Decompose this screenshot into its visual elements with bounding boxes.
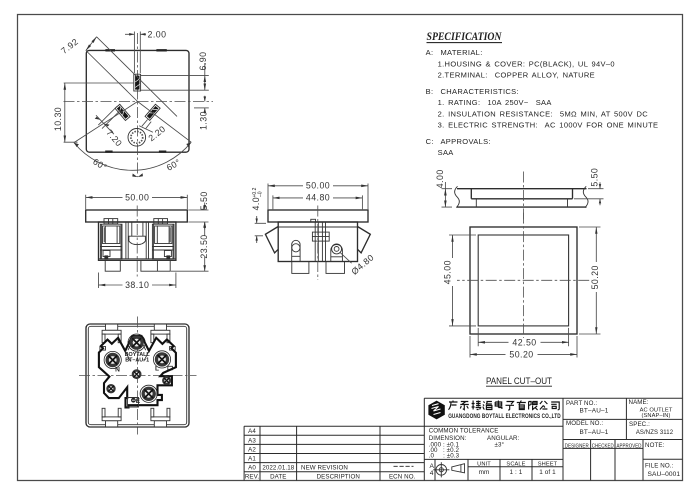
svg-text:BT–AU–1: BT–AU–1 — [579, 407, 608, 414]
svg-text:1 : 1: 1 : 1 — [510, 469, 523, 476]
svg-text:C: APPROVALS:: C: APPROVALS: — [426, 137, 491, 146]
svg-text:ECN NO.: ECN NO. — [389, 473, 416, 480]
svg-text:50.20: 50.20 — [590, 265, 600, 289]
svg-text:23.50: 23.50 — [199, 234, 209, 258]
svg-text:Ø4.80: Ø4.80 — [349, 252, 376, 277]
svg-text:DIMENSION:: DIMENSION: — [429, 435, 467, 442]
svg-text:45.00: 45.00 — [442, 260, 452, 284]
svg-text:A0: A0 — [248, 465, 256, 472]
svg-text:.0 : ±0.3: .0 : ±0.3 — [429, 452, 460, 459]
svg-text:ANGULAR:: ANGULAR: — [487, 435, 520, 442]
svg-text:GUANGDONG BOYTALL ELECTRONICS: GUANGDONG BOYTALL ELECTRONICS CO.,LTD — [448, 413, 561, 420]
svg-text:50.00: 50.00 — [125, 192, 149, 202]
svg-text:50.20: 50.20 — [509, 350, 533, 360]
svg-text:BT–AU–1: BT–AU–1 — [579, 429, 608, 436]
svg-text:2.00: 2.00 — [148, 30, 167, 40]
svg-text:SAU–0001: SAU–0001 — [648, 471, 681, 478]
svg-text:AC OUTLET: AC OUTLET — [640, 408, 673, 414]
svg-text:PANEL CUT–OUT: PANEL CUT–OUT — [486, 376, 552, 386]
svg-text:B: CHARACTERISTICS:: B: CHARACTERISTICS: — [426, 87, 519, 96]
svg-text:mm: mm — [479, 469, 490, 476]
svg-text:MODEL NO.:: MODEL NO.: — [566, 420, 603, 427]
svg-text:NOTE:: NOTE: — [645, 442, 665, 449]
svg-text:A2: A2 — [248, 446, 256, 453]
svg-text:2022.01.18: 2022.01.18 — [262, 465, 294, 472]
svg-text:REV.: REV. — [245, 473, 259, 480]
svg-text:1 of 1: 1 of 1 — [539, 469, 556, 476]
svg-text:5.50: 5.50 — [199, 191, 209, 210]
svg-text:FILE NO.:: FILE NO.: — [645, 462, 674, 469]
svg-text:1. RATING: 10A 250V~ SAA: 1. RATING: 10A 250V~ SAA — [438, 98, 552, 107]
svg-text:BOYTALL: BOYTALL — [125, 352, 151, 358]
svg-text:50.00: 50.00 — [306, 181, 330, 191]
svg-text:±3°: ±3° — [495, 442, 505, 449]
svg-text:+0.2: +0.2 — [252, 187, 258, 197]
svg-text:2.20: 2.20 — [146, 124, 167, 144]
svg-text:PART NO.:: PART NO.: — [566, 400, 597, 407]
svg-text:SCALE: SCALE — [506, 462, 525, 468]
svg-text:N: N — [115, 366, 120, 373]
svg-text:4.0: 4.0 — [251, 197, 261, 211]
svg-text:DESCRIPTION: DESCRIPTION — [317, 473, 360, 480]
svg-text:A: MATERIAL:: A: MATERIAL: — [426, 48, 483, 57]
svg-text:6.90: 6.90 — [198, 52, 208, 71]
svg-text:L: L — [155, 366, 159, 373]
svg-text:A3: A3 — [248, 437, 256, 444]
svg-text:10.30: 10.30 — [53, 107, 63, 131]
svg-text:7.20: 7.20 — [104, 128, 124, 149]
svg-text:7.92: 7.92 — [59, 36, 80, 56]
svg-text:APPROVED: APPROVED — [617, 443, 642, 449]
svg-text:DESIGNER: DESIGNER — [565, 443, 589, 449]
svg-text:42.50: 42.50 — [512, 338, 536, 348]
svg-text:38.10: 38.10 — [125, 280, 149, 290]
svg-text:E: E — [136, 398, 141, 405]
svg-text:SPEC.:: SPEC.: — [629, 421, 650, 428]
svg-text:60°: 60° — [165, 157, 183, 173]
svg-text:–0: –0 — [258, 191, 264, 197]
svg-text:DATE: DATE — [270, 473, 286, 480]
svg-text:UNIT: UNIT — [477, 462, 491, 468]
svg-text:(SNAP–IN): (SNAP–IN) — [641, 413, 670, 419]
svg-text:A4: A4 — [248, 428, 256, 435]
svg-text:3. ELECTRIC STRENGTH: AC 1000: 3. ELECTRIC STRENGTH: AC 1000V FOR ONE M… — [438, 121, 659, 130]
svg-text:.000 : ±0.1: .000 : ±0.1 — [429, 442, 460, 449]
svg-text:SHEET: SHEET — [538, 462, 558, 468]
svg-text:2. INSULATION RESISTANCE: 5MΩ: 2. INSULATION RESISTANCE: 5MΩ MIN, AT 50… — [438, 109, 649, 118]
svg-text:1.HOUSING & COVER: PC(BLACK),: 1.HOUSING & COVER: PC(BLACK), UL 94V–0 — [438, 59, 615, 68]
svg-text:NAME:: NAME: — [629, 399, 649, 406]
svg-text:1.30: 1.30 — [198, 111, 208, 130]
svg-text:4: 4 — [430, 470, 434, 477]
svg-text:5.50: 5.50 — [590, 168, 600, 187]
svg-text:SAA: SAA — [438, 148, 454, 157]
svg-text:44.80: 44.80 — [306, 193, 330, 203]
svg-text:A1: A1 — [248, 456, 256, 463]
svg-text:NEW REVISION: NEW REVISION — [301, 464, 348, 471]
svg-text:AS/NZS 3112: AS/NZS 3112 — [636, 430, 674, 436]
svg-text:.00 : ±0.2: .00 : ±0.2 — [429, 447, 460, 454]
svg-text:60°: 60° — [91, 156, 109, 172]
svg-text:SPECIFICATION: SPECIFICATION — [427, 29, 502, 43]
svg-text:BT–AU–1: BT–AU–1 — [125, 358, 149, 364]
svg-text:4.00: 4.00 — [435, 169, 445, 188]
svg-text:2.TERMINAL: COPPER ALLOY, NAT: 2.TERMINAL: COPPER ALLOY, NATURE — [438, 71, 595, 80]
svg-text:A: A — [429, 463, 434, 470]
svg-text:CHECKED: CHECKED — [592, 443, 614, 449]
svg-text:COMMON TOLERANCE: COMMON TOLERANCE — [429, 427, 499, 434]
